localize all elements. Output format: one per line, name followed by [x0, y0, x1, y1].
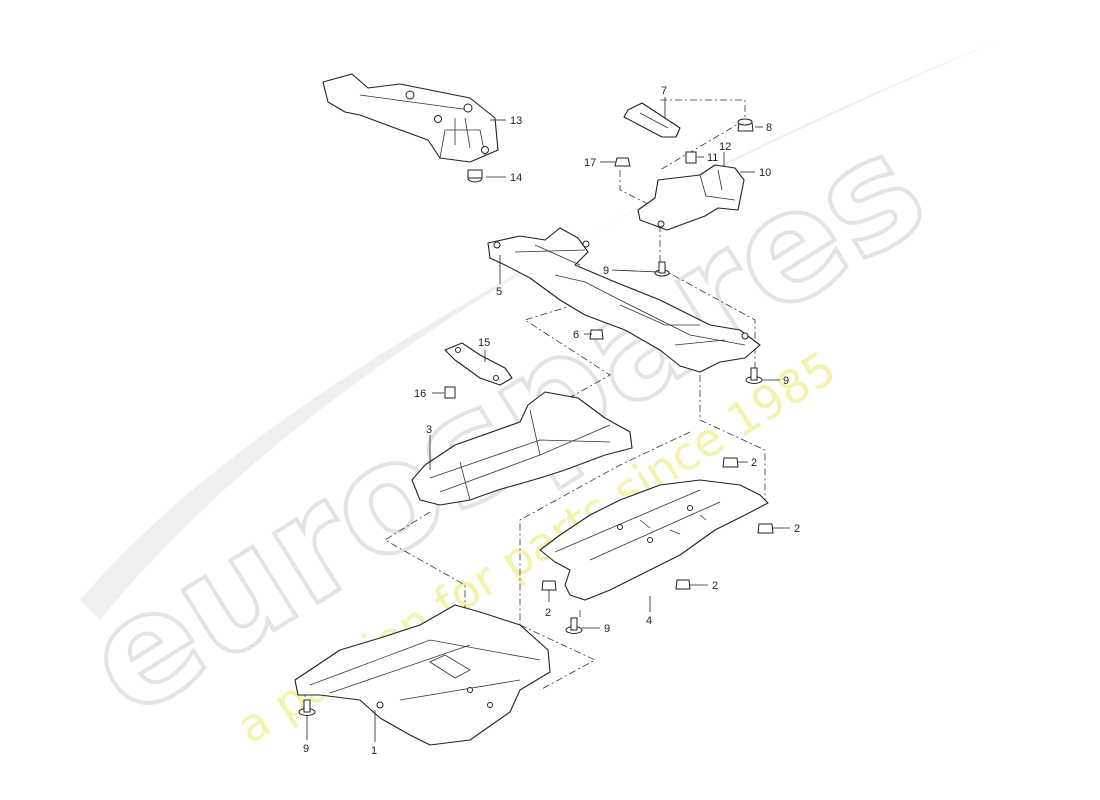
part-2-nut-d	[675, 579, 691, 590]
callout-1: 1	[371, 745, 377, 757]
callout-14: 14	[510, 172, 522, 184]
callout-2-a: 2	[751, 457, 757, 469]
part-8-nut	[737, 118, 754, 132]
callout-9-b: 9	[783, 375, 789, 387]
callout-13: 13	[510, 115, 522, 127]
callout-2-c: 2	[545, 607, 551, 619]
part-9-screw-a	[654, 261, 670, 277]
part-5-cover	[487, 227, 761, 373]
part-9-screw-c	[565, 617, 583, 634]
callout-2-b: 2	[794, 523, 800, 535]
leader-lines	[306, 97, 790, 742]
callout-2-d: 2	[712, 580, 718, 592]
callout-3: 3	[426, 424, 432, 436]
callout-9-d: 9	[303, 743, 309, 755]
callout-15: 15	[478, 337, 490, 349]
part-15-bracket	[444, 342, 513, 386]
part-4-plate	[539, 479, 769, 601]
part-10-guide	[637, 164, 745, 231]
callout-17: 17	[584, 157, 596, 169]
callout-12: 12	[719, 141, 731, 153]
callout-4: 4	[646, 615, 652, 627]
part-11-clip	[685, 151, 697, 164]
part-13-bracket	[322, 73, 499, 163]
callout-6: 6	[573, 329, 579, 341]
part-3-tray	[411, 391, 633, 506]
callout-16: 16	[414, 388, 426, 400]
part-16-bolt	[444, 386, 456, 399]
callout-5: 5	[496, 286, 502, 298]
part-1-shield	[294, 604, 551, 746]
callout-9-c: 9	[604, 623, 610, 635]
callout-7: 7	[661, 85, 667, 97]
part-9-screw-b	[745, 367, 763, 384]
part-2-nut-c	[541, 580, 557, 591]
part-14-nut	[467, 169, 483, 183]
callout-10: 10	[759, 167, 771, 179]
callouts: 13 14 7 8 17 11 12 10 9 5 6 9 15 16 3 2 …	[303, 85, 800, 757]
callout-9-a: 9	[603, 265, 609, 277]
part-2-nut-a	[722, 457, 739, 468]
part-7-bracket	[623, 102, 681, 138]
part-6-nut	[589, 329, 604, 340]
part-2-nut-b	[757, 523, 774, 534]
callout-11: 11	[707, 152, 718, 164]
part-9-screw-d	[298, 699, 316, 716]
callout-8: 8	[766, 122, 772, 134]
part-17-clip	[614, 157, 631, 167]
